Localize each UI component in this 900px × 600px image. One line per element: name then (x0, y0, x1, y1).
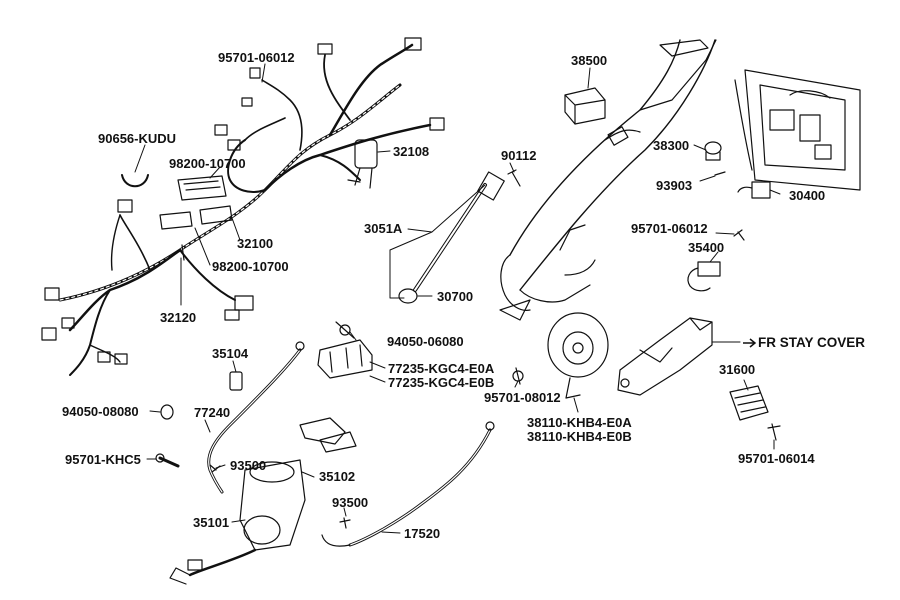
label-77240: 77240 (194, 405, 231, 420)
part-38500 (564, 87, 606, 125)
part-31600 (729, 385, 769, 421)
label-77235-kgc4-e0a: 77235-KGC4-E0A (388, 361, 495, 376)
part-38110-horn (547, 312, 609, 399)
label-95701-06012-right: 95701-06012 (631, 221, 708, 236)
part-95701-06014 (767, 423, 781, 441)
wiring-harness-32100 (41, 37, 445, 376)
part-93500-mid (339, 517, 351, 529)
part-35102-keys (299, 417, 357, 453)
part-17520-cable (321, 421, 495, 547)
part-98200-10700 (159, 175, 233, 261)
label-35102: 35102 (319, 469, 356, 484)
label-38500: 38500 (571, 53, 608, 68)
label-94050-08080: 94050-08080 (62, 404, 139, 419)
part-90112 (507, 169, 521, 187)
label-95701-08012: 95701-08012 (484, 390, 561, 405)
label-17520: 17520 (404, 526, 441, 541)
leader-lines (134, 63, 781, 534)
part-94050-08080 (160, 404, 174, 420)
label-fr-stay-cover: FR STAY COVER (758, 335, 866, 350)
label-32100: 32100 (237, 236, 274, 251)
label-77235-kgc4-e0b: 77235-KGC4-E0B (388, 375, 495, 390)
rear-electrical-assembly (734, 69, 861, 191)
part-90656-kudu (121, 174, 149, 188)
label-95701-06012-top: 95701-06012 (218, 50, 295, 65)
label-3051a: 3051A (364, 221, 403, 236)
part-35101-ignition (169, 459, 306, 585)
label-32120: 32120 (160, 310, 197, 325)
label-30700: 30700 (437, 289, 474, 304)
label-90112: 90112 (501, 148, 537, 163)
label-93903: 93903 (656, 178, 693, 193)
label-31600: 31600 (719, 362, 756, 377)
label-35400: 35400 (688, 240, 725, 255)
label-30400: 30400 (789, 188, 826, 203)
label-35104: 35104 (212, 346, 249, 361)
part-95701-khc5 (155, 453, 180, 468)
label-35101: 35101 (193, 515, 230, 530)
label-95701-06014: 95701-06014 (738, 451, 815, 466)
label-90656-kudu: 90656-KUDU (98, 131, 177, 146)
part-35400 (687, 261, 721, 292)
label-98200-10700-bot: 98200-10700 (212, 259, 289, 274)
label-93500-mid: 93500 (332, 495, 369, 510)
label-38110-khb4-e0b: 38110-KHB4-E0B (527, 429, 632, 444)
part-93903 (714, 171, 726, 176)
label-38300: 38300 (653, 138, 690, 153)
label-95701-khc5: 95701-KHC5 (65, 452, 141, 467)
part-77240-cable (207, 341, 305, 494)
label-98200-10700-top: 98200-10700 (169, 156, 246, 171)
label-93500-left: 93500 (230, 458, 267, 473)
part-30400 (737, 181, 771, 199)
label-94050-06080: 94050-06080 (387, 334, 464, 349)
part-35104 (229, 371, 243, 391)
part-94050-06080 (335, 321, 355, 339)
part-95701-06012-right (733, 229, 745, 241)
part-38300 (704, 141, 722, 161)
label-32108: 32108 (393, 144, 430, 159)
fr-stay-cover-bracket (617, 317, 713, 396)
label-38110-khb4-e0a: 38110-KHB4-E0A (527, 415, 632, 430)
fr-stay-cover-arrow (743, 338, 757, 348)
part-77235-switch (317, 339, 373, 379)
part-3051a (398, 171, 505, 304)
part-32108 (347, 139, 378, 189)
frame-body (499, 39, 717, 321)
